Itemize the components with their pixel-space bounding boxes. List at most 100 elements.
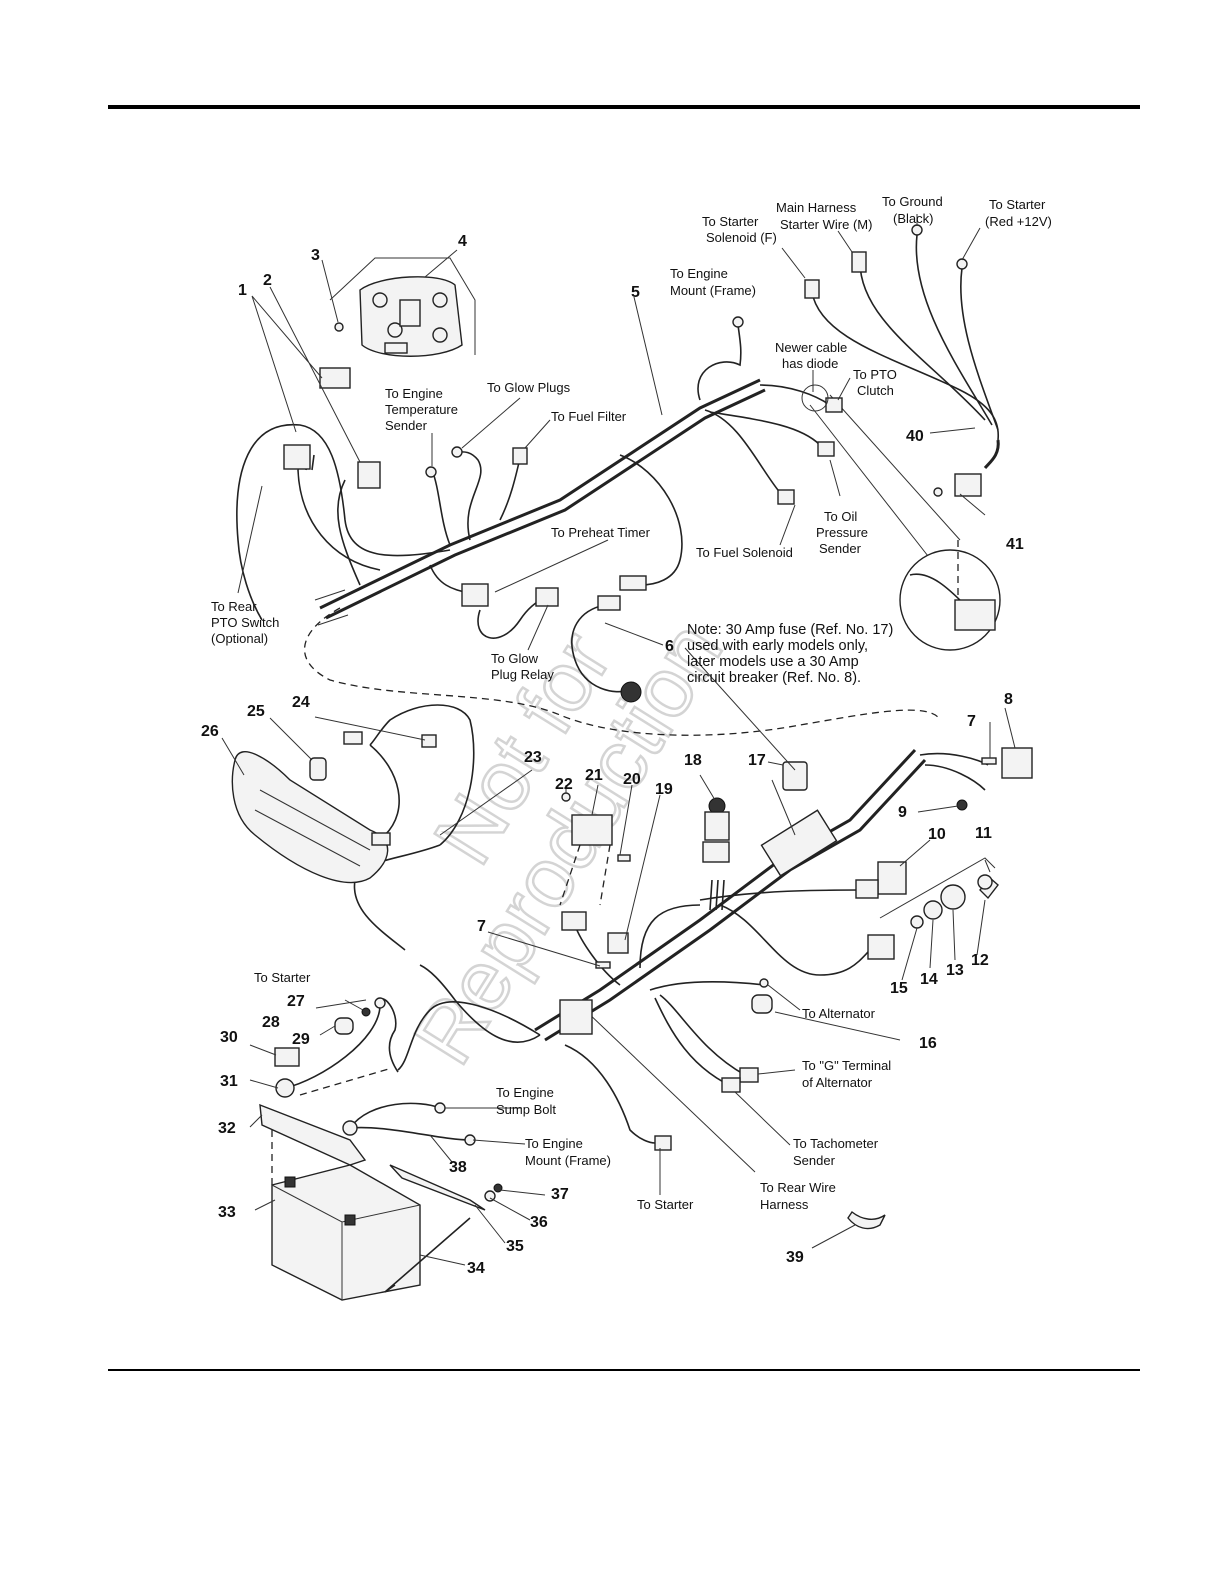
label-engine-temp-2: Temperature — [385, 402, 458, 417]
callout-25: 25 — [247, 703, 265, 720]
callout-22: 22 — [555, 776, 573, 793]
label-main-harness-2: Starter Wire (M) — [780, 217, 872, 232]
callout-14: 14 — [920, 971, 938, 988]
connector-1 — [283, 444, 311, 470]
fuel-solenoid-connector — [777, 489, 795, 505]
screw-7-upper — [981, 757, 997, 765]
switch-19 — [607, 932, 629, 954]
callout-7-upper: 7 — [967, 713, 976, 730]
bottom-rule — [108, 1369, 1140, 1371]
label-newer-cable-1: Newer cable — [775, 340, 847, 355]
label-engine-temp-1: To Engine — [385, 386, 443, 401]
bulb-3 — [334, 322, 344, 332]
label-oil-pressure-1: To Oil — [824, 509, 857, 524]
nut-9 — [956, 799, 968, 811]
label-fuel-solenoid: To Fuel Solenoid — [696, 545, 793, 560]
connector-10 — [877, 861, 907, 895]
lower-parts — [231, 731, 1033, 1301]
label-to-ground-1: To Ground — [882, 194, 943, 209]
label-g-terminal-2: of Alternator — [802, 1075, 873, 1090]
top-rule — [108, 105, 1140, 109]
callout-13: 13 — [946, 962, 964, 979]
label-to-starter-solenoid-2: Solenoid (F) — [706, 230, 777, 245]
label-main-harness-1: Main Harness — [776, 200, 857, 215]
callout-26: 26 — [201, 723, 219, 740]
washer-36 — [484, 1190, 496, 1202]
callout-18: 18 — [684, 752, 702, 769]
seat-switch-21 — [571, 814, 613, 846]
label-to-starter-solenoid-1: To Starter — [702, 214, 759, 229]
callout-39: 39 — [786, 1249, 804, 1266]
label-pto-clutch-1: To PTO — [853, 367, 897, 382]
note-line-4: circuit breaker (Ref. No. 8). — [687, 670, 861, 686]
callout-20: 20 — [623, 771, 641, 788]
lower-chassis-harness — [271, 704, 989, 1185]
callout-38: 38 — [449, 1159, 467, 1176]
connector-6-upper — [619, 575, 647, 591]
callout-2: 2 — [263, 272, 272, 289]
label-pto-clutch-2: Clutch — [857, 383, 894, 398]
callout-33: 33 — [218, 1204, 236, 1221]
bar-35 — [389, 1164, 486, 1211]
callout-24: 24 — [292, 694, 310, 711]
callout-31: 31 — [220, 1073, 238, 1090]
label-glow-plugs: To Glow Plugs — [487, 380, 571, 395]
terminal-27 — [374, 997, 386, 1009]
boot-30 — [274, 1047, 300, 1067]
callout-37: 37 — [551, 1186, 569, 1203]
label-to-starter-27: To Starter — [254, 970, 311, 985]
callout-10: 10 — [928, 826, 946, 843]
switch-2 — [357, 461, 381, 489]
connector-1-top — [319, 367, 351, 389]
label-engine-temp-3: Sender — [385, 418, 428, 433]
nut-37 — [493, 1183, 503, 1193]
label-engine-sump-2: Sump Bolt — [496, 1102, 556, 1117]
callout-41: 41 — [1006, 536, 1024, 553]
seat-switch-connector — [561, 911, 587, 931]
label-engine-sump-1: To Engine — [496, 1085, 554, 1100]
note-block: Note: 30 Amp fuse (Ref. No. 17) used wit… — [687, 622, 893, 686]
callout-29: 29 — [292, 1031, 310, 1048]
boot-29 — [334, 1017, 354, 1035]
ground-terminal — [911, 224, 923, 236]
terminal-31 — [275, 1078, 295, 1098]
leader-lines — [221, 214, 1016, 1266]
label-tach-2: Sender — [793, 1153, 836, 1168]
callout-3: 3 — [311, 247, 320, 264]
callout-15: 15 — [890, 980, 908, 997]
label-to-starter-red-2: (Red +12V) — [985, 214, 1052, 229]
connector-24b — [421, 734, 437, 748]
circuit-breaker-8 — [1001, 747, 1033, 779]
callout-28: 28 — [262, 1014, 280, 1031]
starter-harness-40 — [804, 224, 1000, 497]
clip-39 — [847, 1210, 886, 1230]
temp-sender-terminal — [425, 466, 437, 478]
bezel-13 — [940, 884, 966, 910]
label-to-starter-bottom: To Starter — [637, 1197, 694, 1212]
label-fuel-filter: To Fuel Filter — [551, 409, 627, 424]
label-oil-pressure-2: Pressure — [816, 525, 868, 540]
callout-1: 1 — [238, 282, 247, 299]
bracket-32 — [259, 1103, 367, 1166]
glow-plug-terminal — [451, 446, 463, 458]
callout-23: 23 — [524, 749, 542, 766]
connector-24a — [343, 731, 363, 745]
callout-40: 40 — [906, 428, 924, 445]
engine-mount-terminal — [732, 316, 744, 328]
callout-5: 5 — [631, 284, 640, 301]
label-rear-pto-3: (Optional) — [211, 631, 268, 646]
rear-harness-connector — [559, 999, 593, 1035]
nut-28 — [361, 1007, 371, 1017]
dash-panel-4 — [329, 257, 476, 357]
label-engine-mount-bottom-1: To Engine — [525, 1136, 583, 1151]
callout-8: 8 — [1004, 691, 1013, 708]
main-harness-connector — [851, 251, 867, 273]
callout-27: 27 — [287, 993, 305, 1010]
label-tach-1: To Tachometer — [793, 1136, 879, 1151]
harness-boundary — [303, 607, 941, 736]
label-engine-mount-top-2: Mount (Frame) — [670, 283, 756, 298]
callout-6: 6 — [665, 638, 674, 655]
label-to-starter-red-1: To Starter — [989, 197, 1046, 212]
